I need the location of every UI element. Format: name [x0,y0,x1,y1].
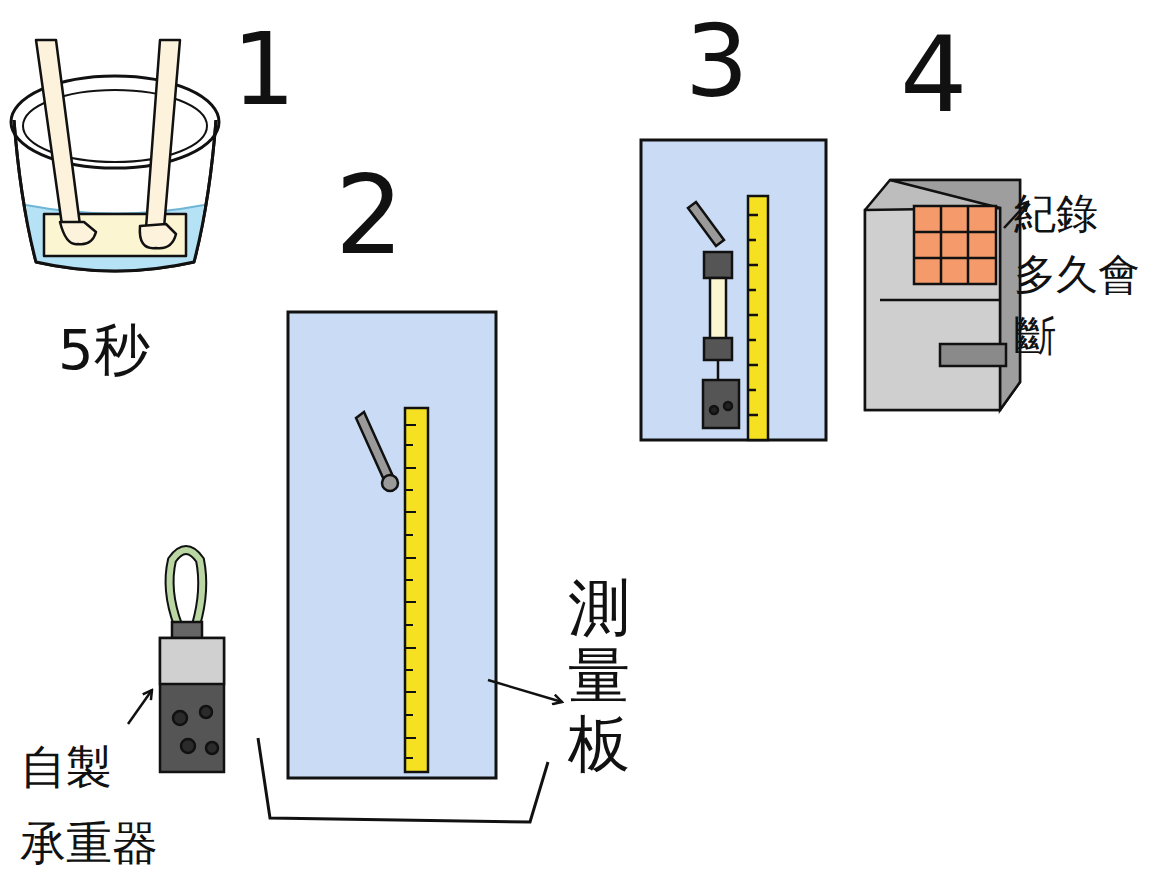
part-label: 自製 承重器 [20,730,167,882]
part-label: 測量板 [568,574,630,779]
step-number: 4 [900,22,967,128]
step-number: 1 [232,20,296,120]
basin-figure [11,40,219,271]
loaded-board [641,140,826,440]
timer-device [865,180,1028,410]
weight-holder [128,550,224,772]
duration-note: 5秒 [58,322,150,378]
step-number: 3 [685,12,749,112]
step-number: 2 [335,162,404,270]
callout-note: 紀錄 多久會 斷 [1014,184,1146,367]
measuring-board [258,312,562,822]
